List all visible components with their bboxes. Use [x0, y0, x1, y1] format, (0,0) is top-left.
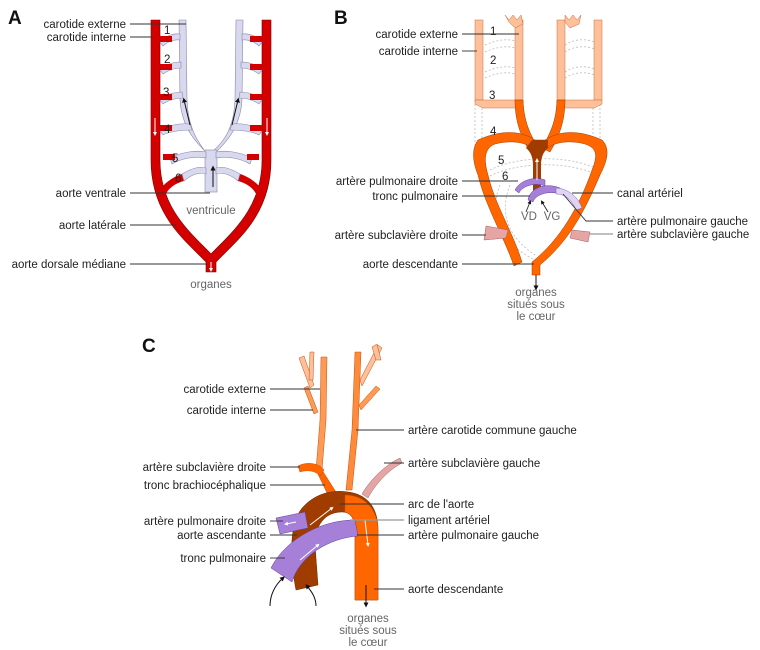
right-subclavian [297, 463, 325, 477]
label-arc-aorte: arc de l'aorte [408, 499, 474, 511]
panel-c: C caro [142, 336, 577, 649]
panel-b-letter: B [334, 8, 348, 29]
label-organes: le cœur [349, 637, 388, 649]
flow-arrow-icon [182, 97, 191, 126]
label-vd: VD [521, 211, 537, 223]
arch-number: 2 [490, 55, 496, 67]
label-ligament-arteriel: ligament artériel [408, 515, 490, 527]
pulmonary-trunk [270, 519, 359, 583]
label-organes: organes [515, 287, 557, 299]
flow-arrow-icon [299, 543, 320, 561]
flow-arrow-icon [540, 200, 549, 213]
label-artere-pulmonaire-droite: artère pulmonaire droite [144, 516, 266, 528]
label-carotide-externe: carotide externe [376, 29, 458, 41]
label-aorte-descendante: aorte descendante [363, 259, 458, 271]
pulmonary-arteries [514, 178, 583, 211]
subclavian-left [569, 229, 591, 243]
left-subclavian [361, 457, 403, 499]
left-carotid [345, 343, 383, 491]
panel-a: A [8, 8, 272, 291]
label-artere-carotide-commune-gauche: artère carotide commune gauche [408, 425, 577, 437]
arch-number: 4 [490, 126, 497, 138]
flow-arrow-icon [309, 506, 334, 526]
label-organes: situés sous [339, 625, 397, 637]
flow-arrow-icon [269, 576, 285, 607]
label-aorte-ventrale: aorte ventrale [56, 188, 126, 200]
label-carotide-interne: carotide interne [187, 405, 266, 417]
lateral-aorta-vessels [150, 19, 272, 273]
arch-red-segments [160, 36, 262, 160]
arch-number: 6 [175, 173, 181, 185]
label-artere-pulmonaire-droite: artère pulmonaire droite [336, 176, 458, 188]
label-aorte-descendante: aorte descendante [408, 584, 503, 596]
arch-number: 3 [489, 90, 495, 102]
label-vg: VG [544, 211, 561, 223]
flow-arrow-icon [231, 97, 240, 126]
panel-a-letter: A [8, 8, 22, 29]
panel-c-letter: C [142, 336, 156, 357]
flow-arrow-icon [364, 519, 370, 547]
label-tronc-brachiocephalique: tronc brachiocéphalique [144, 480, 266, 492]
arch-number: 1 [490, 26, 496, 38]
right-carotid [298, 351, 337, 496]
arch-number: 1 [164, 25, 170, 37]
label-tronc-pulmonaire: tronc pulmonaire [372, 191, 458, 203]
flow-arrow-icon [305, 584, 317, 607]
label-carotide-externe: carotide externe [184, 384, 266, 396]
flow-arrow-icon [284, 521, 297, 526]
label-artere-subclaviere-gauche: artère subclavière gauche [408, 458, 540, 470]
label-organes: organes [347, 613, 389, 625]
label-organes: le cœur [517, 311, 556, 323]
arch-number: 6 [502, 171, 508, 183]
arch-number: 4 [164, 124, 171, 136]
label-carotide-interne: carotide interne [379, 46, 458, 58]
descending-aorta [344, 494, 379, 601]
label-aorte-laterale: aorte latérale [59, 220, 126, 232]
arch-number: 5 [172, 153, 178, 165]
label-ventricule: ventricule [186, 205, 235, 217]
label-artere-subclaviere-droite: artère subclavière droite [143, 462, 266, 474]
label-canal-arteriel: canal artériel [617, 188, 683, 200]
label-organes: organes [190, 279, 232, 291]
label-aorte-ascendante: aorte ascendante [177, 530, 266, 542]
flow-arrow-icon [525, 200, 532, 213]
aorta-vessels [473, 99, 608, 276]
label-carotide-interne: carotide interne [47, 32, 126, 44]
arch-number: 3 [163, 87, 169, 99]
label-artere-subclaviere-gauche: artère subclavière gauche [617, 229, 749, 241]
label-artere-subclaviere-droite: artère subclavière droite [335, 230, 458, 242]
label-tronc-pulmonaire: tronc pulmonaire [180, 553, 266, 565]
label-artere-pulmonaire-gauche: artère pulmonaire gauche [408, 530, 539, 542]
label-artere-pulmonaire-gauche: artère pulmonaire gauche [617, 216, 748, 228]
panel-b: B [334, 8, 749, 323]
carotid-arteries [474, 14, 603, 109]
label-carotide-externe: carotide externe [44, 19, 126, 31]
ventral-aorta-vessels [159, 19, 263, 193]
arch-number: 5 [498, 155, 504, 167]
label-aorte-dorsale-mediane: aorte dorsale médiane [12, 259, 126, 271]
arch-number: 2 [164, 54, 170, 66]
label-organes: situés sous [507, 299, 565, 311]
